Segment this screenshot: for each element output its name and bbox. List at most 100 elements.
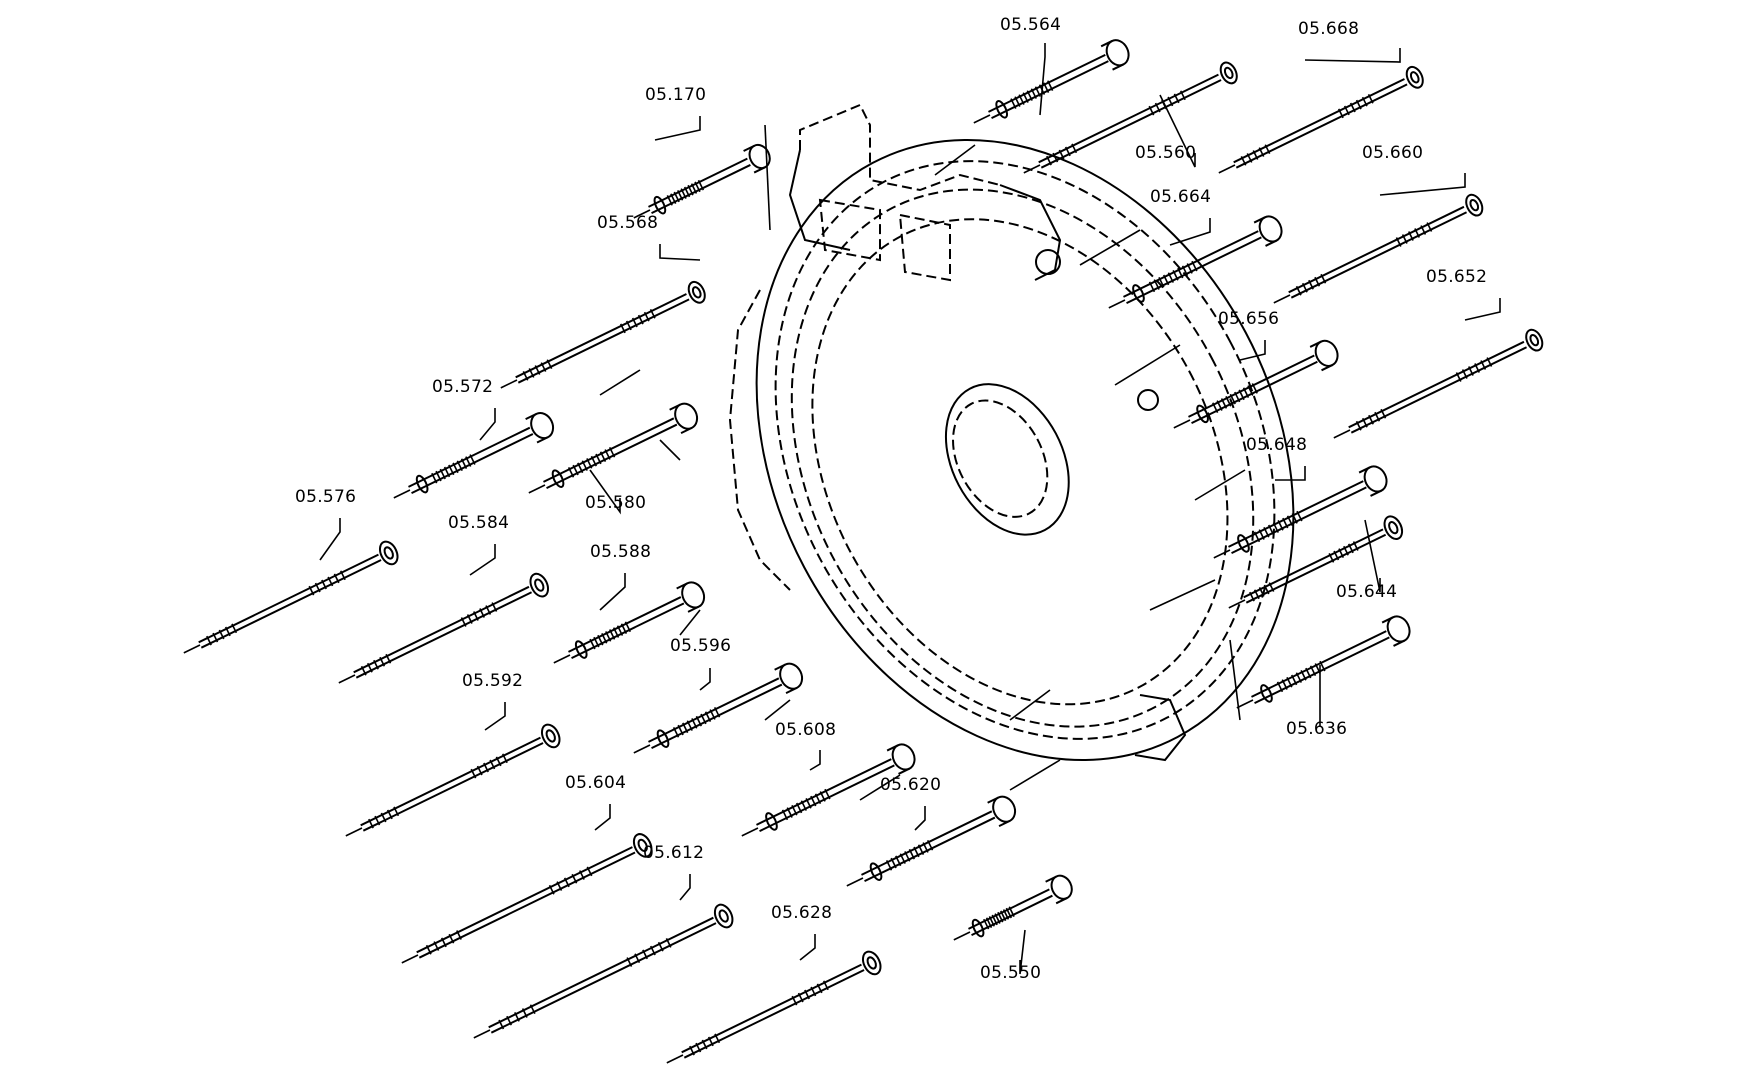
leader-line	[1039, 43, 1046, 116]
cap-head-side	[1253, 216, 1266, 224]
thread-mark	[1002, 909, 1010, 920]
shank-edge	[571, 602, 685, 660]
stud-bolt	[338, 572, 550, 684]
thread-mark	[1026, 90, 1033, 101]
thread-mark	[707, 1036, 714, 1047]
axis-line	[1173, 419, 1191, 429]
thread-mark	[473, 611, 479, 621]
shank-edge	[411, 433, 534, 495]
thread-mark	[1258, 147, 1265, 157]
part-label: 05.560	[1135, 143, 1196, 163]
part-label: 05.656	[1218, 309, 1279, 329]
thread-mark	[1295, 285, 1302, 296]
cap-screw	[846, 795, 1017, 887]
cap-head-side	[1265, 239, 1277, 247]
thread-mark	[604, 449, 611, 460]
thread-mark	[631, 317, 638, 328]
thread-mark	[804, 989, 810, 1000]
leader-line	[1009, 689, 1051, 721]
housing-outer-rim	[755, 138, 1295, 762]
cap-screw	[553, 581, 706, 664]
thread-mark	[586, 866, 593, 877]
thread-mark	[1352, 541, 1359, 551]
thread-mark	[380, 812, 387, 823]
thread-mark	[1238, 389, 1245, 401]
leader-line	[1079, 229, 1141, 266]
thread-mark	[904, 851, 911, 862]
thread-mark	[1263, 526, 1270, 538]
shank-edge	[759, 764, 895, 833]
hex-nut-bore	[637, 838, 648, 853]
spring-washer	[995, 100, 1009, 119]
thread-mark	[1300, 670, 1307, 681]
thread-mark	[1296, 510, 1303, 522]
leader-line	[679, 874, 691, 901]
thread-mark	[791, 804, 798, 816]
thread-mark	[672, 726, 680, 738]
shank-edge	[1350, 346, 1528, 434]
part-label: 05.660	[1362, 143, 1423, 163]
part-label: 05.550	[980, 963, 1041, 983]
leader-line	[1009, 759, 1061, 791]
shank-edge	[517, 298, 690, 384]
thread-mark	[1319, 660, 1326, 672]
cap-head-side	[1045, 875, 1057, 883]
thread-mark	[810, 795, 817, 807]
thread-mark	[495, 756, 502, 767]
shank-edge	[648, 677, 780, 743]
shank-edge	[756, 758, 892, 826]
thread-mark	[612, 627, 620, 638]
axis-line	[1236, 699, 1254, 709]
thread-mark	[1420, 225, 1427, 235]
hex-nut-bore	[1388, 521, 1399, 535]
axis-line	[528, 484, 546, 494]
cap-head-side	[1055, 897, 1068, 905]
thread-mark	[465, 456, 472, 467]
thread-mark	[683, 186, 691, 198]
thread-mark	[666, 195, 673, 206]
axis-line	[1333, 429, 1351, 439]
thread-mark	[440, 937, 447, 948]
thread-mark	[983, 918, 990, 930]
thread-mark	[1153, 279, 1160, 290]
thread-mark	[1320, 273, 1327, 284]
housing-inner-ring	[790, 188, 1255, 728]
hex-nut-bore	[691, 286, 702, 299]
thread-mark	[433, 941, 440, 951]
thread-mark	[1034, 86, 1042, 97]
thread-mark	[625, 320, 632, 331]
thread-mark	[1349, 102, 1356, 113]
thread-mark	[360, 665, 367, 676]
housing-face	[811, 218, 1229, 706]
shank-edge	[416, 846, 633, 954]
part-label: 05.612	[643, 843, 704, 863]
thread-mark	[637, 314, 644, 325]
cap-screw	[393, 412, 555, 499]
part-label: 05.170	[645, 85, 706, 105]
cap-screw	[973, 39, 1130, 124]
thread-mark	[677, 724, 684, 736]
cap-screw	[528, 402, 699, 494]
thread-mark	[1158, 276, 1165, 288]
thread-mark	[366, 662, 373, 673]
thread-mark	[1301, 282, 1308, 293]
hex-nut	[540, 723, 561, 749]
thread-mark	[619, 323, 626, 334]
stud-bolt	[1218, 65, 1424, 174]
part-label: 05.592	[462, 671, 523, 691]
thread-mark	[373, 659, 379, 670]
shank-edge	[362, 742, 544, 832]
part-label: 05.584	[448, 513, 509, 533]
thread-mark	[1071, 143, 1078, 154]
cap-head	[1314, 339, 1339, 367]
thread-mark	[1343, 545, 1349, 556]
cap-head	[1386, 615, 1411, 643]
cap-head-side	[1112, 63, 1124, 71]
thread-mark	[701, 1039, 708, 1050]
thread-mark	[1064, 146, 1071, 157]
leader-line	[799, 934, 816, 961]
thread-mark	[563, 877, 570, 888]
shank-edge	[543, 417, 675, 483]
shank-edge	[546, 423, 678, 490]
